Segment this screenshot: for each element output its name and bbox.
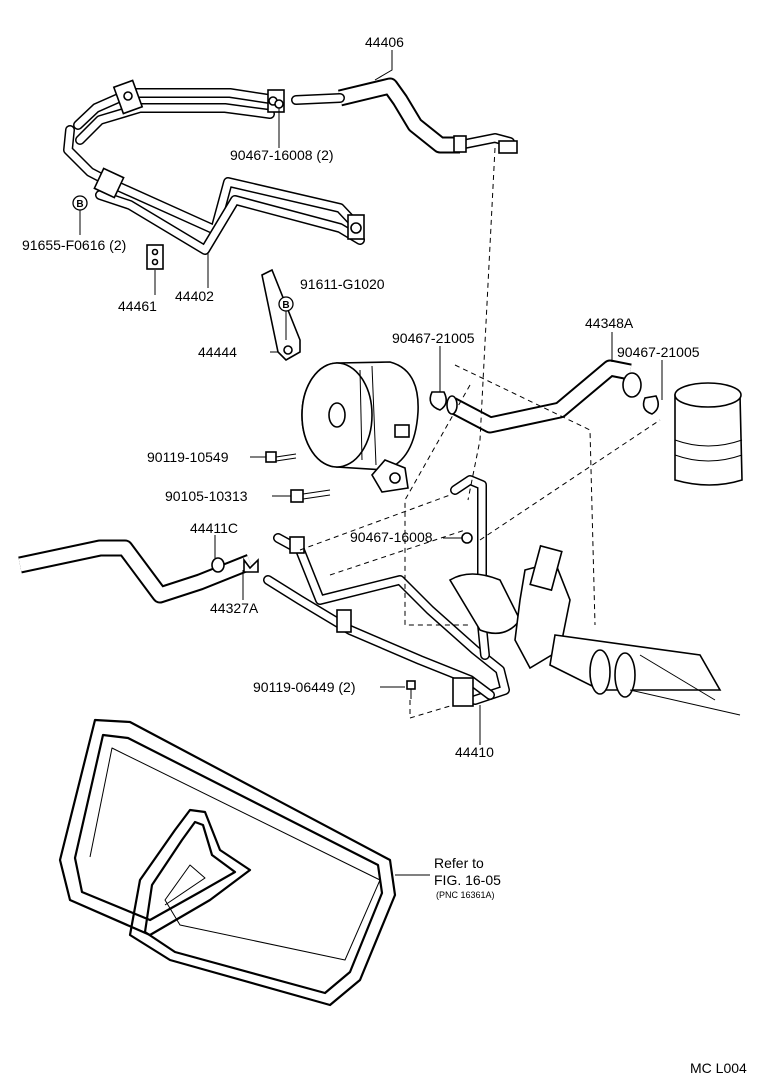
label-44327a: 44327A	[210, 600, 259, 616]
grommet-44411C	[211, 557, 225, 573]
label-90467-21005-a: 90467-21005	[392, 330, 475, 346]
steering-gear	[448, 544, 741, 716]
label-90467-16008-2: 90467-16008 (2)	[230, 147, 334, 163]
label-90119-06449: 90119-06449 (2)	[253, 679, 355, 695]
label-91655-f0616: 91655-F0616 (2)	[22, 237, 126, 253]
label-90105-10313: 90105-10313	[165, 488, 248, 504]
label-44348a: 44348A	[585, 315, 634, 331]
label-corner-code: MC L004	[690, 1060, 747, 1076]
bolt-90119-10549	[265, 451, 297, 463]
clamp-44461	[146, 244, 164, 270]
label-44410: 44410	[455, 744, 494, 760]
label-90119-10549: 90119-10549	[147, 449, 229, 465]
pressure-tube-44410	[263, 475, 510, 707]
svg-text:B: B	[76, 199, 83, 210]
bolt-90467-16008-top	[274, 99, 284, 109]
label-44406: 44406	[365, 34, 404, 50]
reservoir	[674, 382, 743, 486]
label-44461: 44461	[118, 298, 157, 314]
power-steering-pump	[301, 361, 419, 493]
hose-clamp-b	[642, 395, 660, 415]
label-44402: 44402	[175, 288, 214, 304]
reference-lines	[299, 147, 661, 719]
clamp-90467-16008	[461, 532, 473, 544]
label-90467-16008: 90467-16008	[350, 529, 433, 545]
suction-hose-44348A	[446, 359, 642, 434]
label-44444: 44444	[198, 344, 237, 360]
label-91611-g1020: 91611-G1020	[300, 276, 385, 292]
pressure-tube-44402	[63, 79, 365, 255]
bolt-90119-06449	[406, 680, 416, 699]
drive-belt	[58, 718, 397, 1007]
leader-lines	[79, 50, 663, 876]
bracket-44444	[261, 268, 301, 361]
svg-text:B: B	[282, 300, 289, 311]
bolt-90105-10313	[290, 489, 331, 503]
label-90467-21005-b: 90467-21005	[617, 344, 700, 360]
hose-clamp-a	[429, 391, 448, 411]
label-refer-pnc: (PNC 16361A)	[436, 890, 495, 900]
label-refer-fig: FIG. 16-05	[434, 872, 501, 888]
label-44411c: 44411C	[190, 520, 238, 536]
return-hose-44406	[291, 77, 518, 154]
return-tube	[18, 539, 254, 604]
clip-44327A	[243, 557, 259, 573]
marker-b-91611: B	[278, 296, 294, 312]
label-refer-to: Refer to	[434, 855, 484, 871]
marker-b-91655: B	[72, 195, 88, 211]
